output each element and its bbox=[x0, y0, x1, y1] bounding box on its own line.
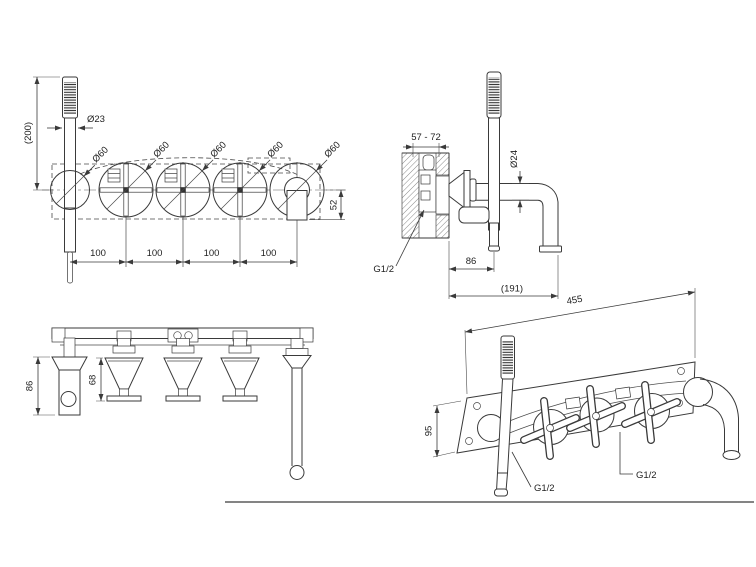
dim-spacing-4: 100 bbox=[261, 248, 277, 259]
top-view-dimensions: 86 68 bbox=[25, 356, 105, 416]
dim-spacing-2: 100 bbox=[147, 248, 163, 259]
cone-handle-top-3 bbox=[220, 338, 260, 402]
thread-label-right: G1/2 bbox=[636, 470, 657, 481]
dim-overall-height-label: (200) bbox=[23, 122, 34, 144]
hand-shower-front bbox=[62, 76, 78, 284]
side-view: 57 - 72 Ø24 86 (191) G1/2 bbox=[373, 71, 562, 299]
dim-spout-drop-label: 52 bbox=[329, 200, 340, 211]
dim-spacing-3: 100 bbox=[204, 248, 220, 259]
dim-spout-dia-label: Ø24 bbox=[509, 150, 520, 168]
dim-escutcheon-dia-1: Ø60 bbox=[90, 145, 110, 165]
hand-shower-side bbox=[458, 71, 502, 252]
cross-handle-1 bbox=[520, 397, 580, 460]
wall-section bbox=[401, 152, 450, 239]
front-view-dimensions: (200) Ø23 100 100 100 100 52 bbox=[23, 76, 345, 265]
thread-label-left: G1/2 bbox=[534, 483, 555, 494]
cone-handle-side bbox=[448, 170, 477, 210]
holder-top bbox=[51, 337, 88, 416]
dim-escutcheon-dia-2: Ø60 bbox=[151, 140, 171, 160]
spout-perspective bbox=[683, 377, 741, 460]
dim-plate-height-label: 95 bbox=[424, 426, 435, 437]
dim-escutcheon-dia-4: Ø60 bbox=[265, 140, 285, 160]
concealed-valve-body bbox=[418, 154, 450, 215]
thread-label-side: G1/2 bbox=[373, 264, 394, 275]
dim-escutcheon-dia-5: Ø60 bbox=[322, 140, 342, 160]
dim-spout-reach-label: 86 bbox=[466, 256, 477, 267]
front-view: Ø60 Ø60 Ø60 Ø60 Ø60 (200) Ø23 100 100 10… bbox=[23, 76, 346, 284]
cross-handle-3 bbox=[621, 381, 681, 444]
dim-handshower-dia-label: Ø23 bbox=[87, 114, 105, 125]
top-view: 86 68 bbox=[25, 327, 314, 480]
cross-handle-2 bbox=[566, 385, 626, 448]
holder-escutcheon-front bbox=[50, 170, 90, 210]
dim-holder-projection-label: 86 bbox=[25, 381, 36, 392]
hand-shower-perspective bbox=[494, 335, 515, 497]
valve-connector-details bbox=[107, 168, 235, 183]
dim-spacing-1: 100 bbox=[90, 248, 106, 259]
perspective-view: 455 95 G1/2 G1/2 bbox=[424, 288, 741, 497]
cone-handle-top-1 bbox=[104, 338, 144, 402]
dim-overall-reach-label: (191) bbox=[501, 284, 523, 295]
perspective-dimensions: 455 95 G1/2 G1/2 bbox=[424, 288, 696, 494]
dim-plate-width-label: 455 bbox=[566, 294, 584, 308]
cone-handle-top-2 bbox=[163, 338, 203, 402]
dim-escutcheon-dia-3: Ø60 bbox=[208, 140, 228, 160]
spout-top bbox=[282, 338, 312, 480]
dim-handle-projection-label: 68 bbox=[88, 375, 99, 386]
dim-wall-depth-label: 57 - 72 bbox=[411, 132, 441, 143]
